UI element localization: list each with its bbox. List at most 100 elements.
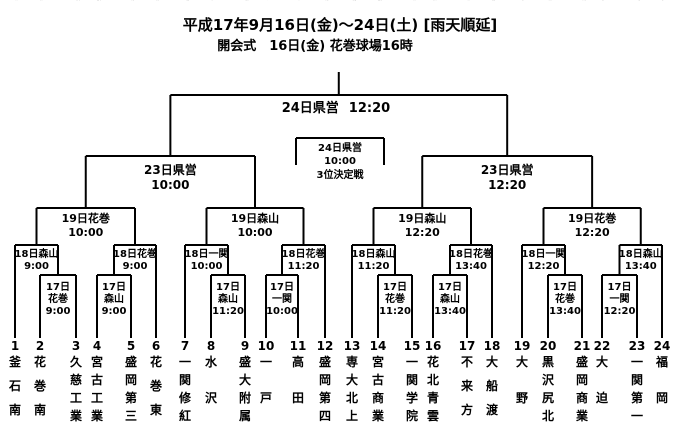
page-title: 平成17年9月16日(金)～24日(土) [雨天順延] <box>183 16 497 34</box>
team-name-char: 南 <box>34 402 46 417</box>
opening-ceremony: 開会式 16日(金) 花巻球場16時 <box>217 38 413 54</box>
round1-time: 12:20 <box>604 306 636 317</box>
team-name-char: 盛 <box>239 354 251 369</box>
round1-date: 17日 <box>383 281 407 293</box>
team-name-12: 盛岡第四 <box>325 0 329 1</box>
team-name-10: 一戸 <box>266 0 268 1</box>
round1-venue: 森山 <box>439 292 460 305</box>
team-name-char: 石 <box>8 379 21 393</box>
team-name-char: 商 <box>576 390 588 405</box>
team-name-char: 商 <box>372 390 384 405</box>
team-name-char: 迫 <box>595 390 609 405</box>
quarterfinal-venue: 19日花巻 <box>568 211 617 225</box>
team-name-14: 宮古商業 <box>378 0 382 1</box>
round2-time: 10:00 <box>191 261 223 272</box>
team-name-20: 黒沢尻北 <box>548 0 552 1</box>
team-number-6: 6 <box>152 339 160 353</box>
semifinal-venue: 23日県営 <box>144 162 197 177</box>
round2-venue: 18日花巻 <box>282 247 327 260</box>
team-name-char: 福 <box>655 354 668 369</box>
team-number-13: 13 <box>344 339 361 353</box>
team-name-char: 不 <box>461 355 473 369</box>
team-number-24: 24 <box>654 339 671 353</box>
quarterfinal-time: 10:00 <box>68 226 103 239</box>
team-name-1: 釜石南 <box>15 0 18 1</box>
team-name-18: 大船渡 <box>492 0 495 1</box>
round1-time: 11:20 <box>212 306 244 317</box>
team-name-19: 大野 <box>522 0 524 1</box>
final-time: 12:20 <box>349 101 390 116</box>
round2-venue: 18日森山 <box>352 247 396 260</box>
round1-time: 11:20 <box>379 306 411 317</box>
team-number-12: 12 <box>317 339 334 353</box>
round2-venue: 18日一関 <box>522 248 566 260</box>
team-name-char: 北 <box>427 372 439 387</box>
round2-venue: 18日花巻 <box>113 247 158 260</box>
team-name-char: 工 <box>91 391 103 405</box>
quarterfinal-time: 12:20 <box>405 226 440 239</box>
round1-venue: 一関 <box>272 293 292 305</box>
round1-venue: 森山 <box>103 292 124 305</box>
round2-time: 9:00 <box>24 261 49 272</box>
team-name-char: 釜 <box>8 354 22 369</box>
round2-time: 11:20 <box>358 261 390 272</box>
team-number-16: 16 <box>425 339 442 353</box>
team-name-char: 方 <box>461 402 473 417</box>
team-name-char: 三 <box>125 409 137 423</box>
team-name-11: 高田 <box>298 0 300 1</box>
team-name-char: 盛 <box>576 354 588 369</box>
team-name-char: 東 <box>150 402 162 417</box>
team-name-char: 青 <box>427 390 439 405</box>
team-name-char: 花 <box>150 354 162 369</box>
round2-time: 13:40 <box>625 261 657 272</box>
round1-date: 17日 <box>270 281 294 293</box>
semifinal-time: 12:20 <box>488 178 526 192</box>
round2-time: 12:20 <box>528 261 560 272</box>
team-name-char: 尻 <box>542 391 554 405</box>
team-name-char: 紅 <box>179 408 191 423</box>
team-number-10: 10 <box>258 339 275 353</box>
team-name-char: 第 <box>631 390 643 405</box>
team-number-23: 23 <box>629 339 646 353</box>
team-name-char: 大 <box>516 354 528 369</box>
team-name-char: 大 <box>346 372 358 387</box>
round2-time: 9:00 <box>123 261 148 272</box>
round2-venue: 18日森山 <box>15 247 59 260</box>
team-number-21: 21 <box>574 339 591 353</box>
team-name-char: 盛 <box>125 354 137 369</box>
team-number-8: 8 <box>207 339 215 353</box>
round2-venue: 18日一関 <box>185 248 229 260</box>
round1-date: 17日 <box>608 281 632 293</box>
round1-date: 17日 <box>46 281 70 293</box>
team-number-15: 15 <box>404 339 421 353</box>
quarterfinal-venue: 19日花巻 <box>62 211 111 225</box>
team-name-char: 一 <box>179 355 191 369</box>
team-name-char: 高 <box>292 354 304 369</box>
round2-time: 11:20 <box>288 261 320 272</box>
team-name-char: 戸 <box>260 391 272 405</box>
round1-date: 17日 <box>438 281 462 293</box>
team-name-char: 巻 <box>33 378 47 393</box>
team-name-13: 専大北上 <box>352 0 356 1</box>
team-name-char: 岡 <box>319 373 331 387</box>
team-name-22: 大迫 <box>602 0 604 1</box>
team-number-4: 4 <box>93 339 101 353</box>
team-name-char: 花 <box>427 354 439 369</box>
team-name-21: 盛岡商業 <box>582 0 586 1</box>
third-place-venue: 24日県営 <box>318 141 362 154</box>
team-name-char: 田 <box>292 391 304 405</box>
team-name-char: 一 <box>406 355 418 369</box>
team-name-char: 野 <box>516 391 528 405</box>
team-name-char: 水 <box>205 354 218 369</box>
team-name-char: 上 <box>346 408 358 423</box>
team-number-2: 2 <box>36 339 44 353</box>
team-name-char: 業 <box>69 408 83 423</box>
team-name-15: 一関学院 <box>412 0 416 1</box>
team-name-char: 北 <box>346 390 358 405</box>
team-name-char: 船 <box>486 378 498 393</box>
team-name-17: 不来方 <box>467 0 470 1</box>
team-name-char: 一 <box>260 355 272 369</box>
team-name-char: 工 <box>70 391 82 405</box>
team-name-char: 慈 <box>70 372 82 387</box>
team-number-11: 11 <box>290 339 307 353</box>
